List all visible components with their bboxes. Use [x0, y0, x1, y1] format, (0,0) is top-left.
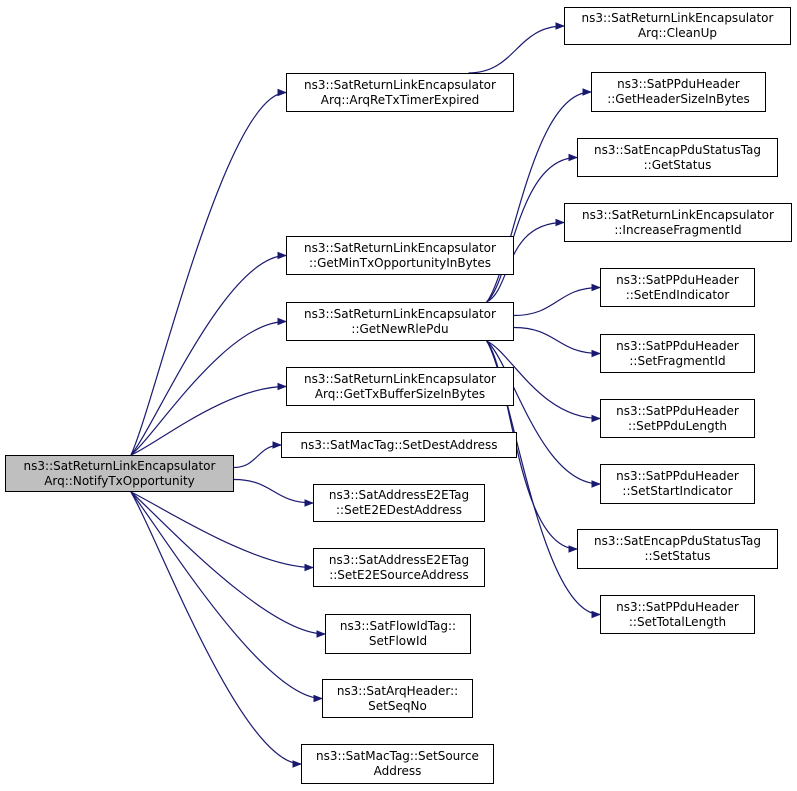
node-label: ::SetStartIndicator — [622, 484, 733, 498]
node-setfrag[interactable]: ns3::SatPPduHeader::SetFragmentId — [600, 334, 755, 373]
node-setflow[interactable]: ns3::SatFlowIdTag::SetFlowId — [325, 614, 471, 654]
node-label: ns3::SatAddressE2ETag — [328, 552, 470, 567]
node-label: ns3::SatReturnLinkEncapsulator — [23, 458, 216, 473]
edge-root-setdest — [233, 441, 282, 469]
edge-root-sete2esrc — [130, 491, 314, 572]
node-label: ns3::SatMacTag::SetSource — [316, 749, 479, 763]
node-getmintx[interactable]: ns3::SatReturnLinkEncapsulator::GetMinTx… — [286, 236, 514, 275]
node-label: Address — [373, 764, 422, 778]
edge-getnewrle-setstatus — [486, 340, 578, 553]
node-label: ns3::SatFlowIdTag:: — [339, 619, 457, 633]
node-label: ::IncreaseFragmentId — [614, 222, 742, 237]
node-label: ns3::SatPPduHeader — [616, 599, 739, 614]
node-setstatus[interactable]: ns3::SatEncapPduStatusTag::SetStatus — [577, 529, 778, 569]
node-label: ns3::SatPPduHeader — [617, 77, 740, 91]
node-label: ns3::SatPPduHeader — [616, 272, 739, 287]
edge-root-setsrc — [130, 491, 302, 768]
node-label: ::SetE2ESourceAddress — [329, 567, 469, 582]
node-label: Arq::GetTxBufferSizeInBytes — [314, 386, 486, 401]
node-label: ns3::SatPPduHeader — [616, 469, 739, 483]
node-label: ns3::SatEncapPduStatusTag — [593, 142, 762, 157]
edge-root-setflow — [130, 491, 326, 638]
node-getnewrle[interactable]: ns3::SatReturnLinkEncapsulator::GetNewRl… — [286, 302, 514, 341]
edge-getnewrle-setstart — [486, 340, 601, 488]
node-label: ns3::SatReturnLinkEncapsulator — [304, 240, 496, 255]
node-label: ns3::SatPPduHeader — [616, 338, 739, 353]
node-gethdr[interactable]: ns3::SatPPduHeader::GetHeaderSizeInBytes — [591, 72, 766, 112]
edge-getnewrle-setplen — [486, 340, 601, 423]
node-label: ::SetPPduLength — [628, 418, 727, 433]
node-setend[interactable]: ns3::SatPPduHeader::SetEndIndicator — [600, 268, 755, 307]
node-getstatus[interactable]: ns3::SatEncapPduStatusTag::GetStatus — [577, 138, 778, 177]
node-label: Arq::NotifyTxOpportunity — [44, 473, 195, 488]
node-label: Arq::CleanUp — [637, 26, 718, 40]
edge-arqretx-cleanup — [468, 22, 565, 74]
node-sete2esrc[interactable]: ns3::SatAddressE2ETag::SetE2ESourceAddre… — [313, 548, 485, 587]
node-setdest[interactable]: ns3::SatMacTag::SetDestAddress — [281, 432, 517, 458]
node-label: ::GetHeaderSizeInBytes — [607, 92, 750, 106]
node-setstart[interactable]: ns3::SatPPduHeader::SetStartIndicator — [600, 464, 755, 504]
node-label: ::GetMinTxOpportunityInBytes — [308, 255, 492, 270]
node-sete2edest[interactable]: ns3::SatAddressE2ETag::SetE2EDestAddress — [313, 484, 485, 522]
node-label: ::SetTotalLength — [628, 614, 727, 629]
node-label: ::SetEndIndicator — [625, 287, 730, 302]
edge-root-gettxbuf — [130, 382, 287, 456]
node-settotal[interactable]: ns3::SatPPduHeader::SetTotalLength — [600, 595, 755, 634]
node-label: ns3::SatReturnLinkEncapsulator — [304, 77, 496, 92]
node-label: ns3::SatAddressE2ETag — [328, 488, 470, 502]
edge-root-sete2edest — [233, 478, 314, 507]
node-label: ::SetE2EDestAddress — [336, 503, 462, 517]
node-label: ns3::SatArqHeader:: — [336, 683, 459, 698]
edge-root-getnewrle — [130, 317, 287, 456]
node-label: SetFlowId — [368, 634, 428, 648]
node-label: ns3::SatPPduHeader — [616, 403, 739, 418]
node-label: Arq::ArqReTxTimerExpired — [320, 92, 480, 107]
node-label: ns3::SatReturnLinkEncapsulator — [304, 306, 496, 321]
node-label: ns3::SatEncapPduStatusTag — [593, 534, 762, 548]
node-label: ns3::SatMacTag::SetDestAddress — [300, 437, 498, 452]
node-label: ::GetNewRlePdu — [351, 321, 449, 336]
node-label: ::GetStatus — [643, 157, 712, 172]
node-setseq[interactable]: ns3::SatArqHeader::SetSeqNo — [322, 679, 473, 718]
edge-getnewrle-setend — [513, 283, 601, 317]
node-setplen[interactable]: ns3::SatPPduHeader::SetPPduLength — [600, 399, 755, 438]
edge-getnewrle-getstatus — [486, 153, 578, 303]
edge-root-setseq — [130, 491, 323, 703]
node-label: ns3::SatReturnLinkEncapsulator — [304, 371, 496, 386]
edge-root-getmintx — [130, 251, 287, 456]
edge-getnewrle-setfrag — [513, 326, 601, 358]
node-label: ns3::SatReturnLinkEncapsulator — [582, 207, 774, 222]
node-label: SetSeqNo — [368, 698, 427, 713]
node-incfrag[interactable]: ns3::SatReturnLinkEncapsulator::Increase… — [564, 203, 792, 242]
node-label: ::SetStatus — [644, 549, 711, 563]
node-label: ns3::SatReturnLinkEncapsulator — [581, 11, 774, 25]
edge-getnewrle-settotal — [486, 340, 601, 619]
edge-root-arqretx — [130, 88, 287, 456]
edge-getnewrle-gethdr — [486, 88, 592, 303]
node-label: ::SetFragmentId — [629, 353, 726, 368]
